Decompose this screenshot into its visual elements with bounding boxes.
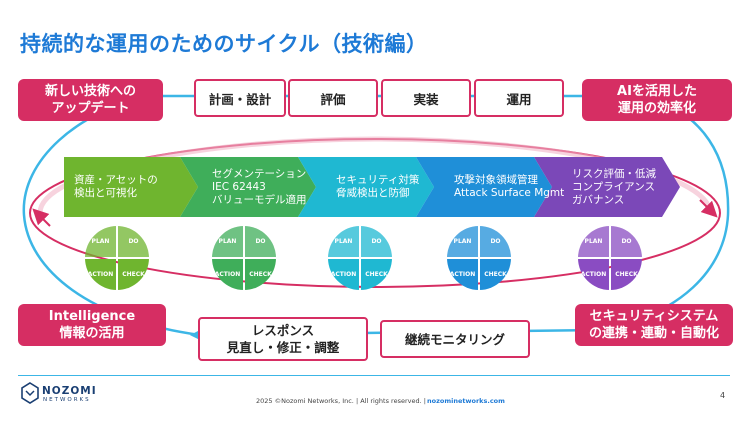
pdca-plan: PLAN xyxy=(212,226,243,257)
pdca-do: DO xyxy=(245,226,276,257)
callout-ai-line1: AIを活用した xyxy=(617,84,697,99)
pdca-do: DO xyxy=(480,226,511,257)
logo-subtext: NETWORKS xyxy=(43,397,91,403)
chevron-1-shape xyxy=(64,157,198,217)
pdca-action: ACTION xyxy=(212,259,243,290)
pdca-action: ACTION xyxy=(578,259,609,290)
pdca-wheel-3: PLAN DO ACTION CHECK xyxy=(328,226,392,290)
step-response-line2: 見直し・修正・調整 xyxy=(226,340,340,355)
footer-site-link[interactable]: nozominetworks.com xyxy=(427,397,505,405)
pdca-plan: PLAN xyxy=(447,226,478,257)
chevron-4-line1: 攻撃対象領域管理 xyxy=(454,174,538,186)
callout-security-line1: セキュリティシステム xyxy=(589,309,719,324)
footer-copyright: 2025 ©Nozomi Networks, Inc. | All rights… xyxy=(256,397,426,405)
step-implementation: 実装 xyxy=(381,79,471,117)
callout-ai-line2: 運用の効率化 xyxy=(617,101,696,116)
pdca-check: CHECK xyxy=(361,259,392,290)
chevron-4-shape xyxy=(416,157,552,217)
callout-tech-update: 新しい技術への アップデート xyxy=(18,79,163,121)
chevron-2-shape xyxy=(180,157,316,217)
chevron-attack-surface: 攻撃対象領域管理 Attack Surface Mgmt xyxy=(430,157,565,217)
chevron-5-line3: ガバナンス xyxy=(572,193,625,206)
pdca-do: DO xyxy=(611,226,642,257)
callout-security-line2: の連携・連動・自動化 xyxy=(588,326,719,341)
pdca-do: DO xyxy=(361,226,392,257)
chevron-1-line2: 検出と可視化 xyxy=(74,187,137,199)
step-response: レスポンス 見直し・修正・調整 xyxy=(198,317,368,361)
pdca-wheel-1: PLAN DO ACTION CHECK xyxy=(85,226,149,290)
step-response-line1: レスポンス xyxy=(251,323,315,338)
pdca-check: CHECK xyxy=(480,259,511,290)
chevron-segmentation: セグメンテーション IEC 62443 バリューモデル適用 xyxy=(188,157,313,217)
pdca-wheel-5: PLAN DO ACTION CHECK xyxy=(578,226,642,290)
pdca-plan: PLAN xyxy=(578,226,609,257)
pdca-plan: PLAN xyxy=(328,226,359,257)
callout-security-automation: セキュリティシステム の連携・連動・自動化 xyxy=(575,304,733,346)
chevron-2-line3: バリューモデル適用 xyxy=(212,193,307,206)
pdca-action: ACTION xyxy=(85,259,116,290)
callout-intelligence-line1: Intelligence xyxy=(48,309,136,324)
step-operation: 運用 xyxy=(474,79,564,117)
pdca-plan: PLAN xyxy=(85,226,116,257)
chevron-5-shape xyxy=(534,157,680,217)
step-monitoring: 継続モニタリング xyxy=(380,320,530,358)
chevron-security-measures: セキュリティ対策 脅威検出と防御 xyxy=(312,157,432,217)
nozomi-logo-icon xyxy=(21,382,39,404)
pdca-check: CHECK xyxy=(245,259,276,290)
callout-tech-update-line2: アップデート xyxy=(51,101,130,116)
pdca-action: ACTION xyxy=(328,259,359,290)
step-plan-design: 計画・設計 xyxy=(194,79,286,117)
chevron-asset-visibility: 資産・アセットの 検出と可視化 xyxy=(50,157,190,217)
chevron-5-line2: コンプライアンス xyxy=(572,180,656,193)
pdca-check: CHECK xyxy=(611,259,642,290)
chevron-3-line1: セキュリティ対策 xyxy=(336,174,420,186)
step-monitoring-label: 継続モニタリング xyxy=(404,331,505,347)
chevron-2-line2: IEC 62443 xyxy=(212,180,266,193)
chevron-4-line2: Attack Surface Mgmt xyxy=(454,187,565,199)
footer-divider xyxy=(18,375,730,376)
callout-intelligence: Intelligence 情報の活用 xyxy=(18,304,166,346)
inner-arrow-left xyxy=(32,208,51,227)
slide-title: 持続的な運用のためのサイクル（技術編） xyxy=(20,32,428,56)
chevron-1-line1: 資産・アセットの xyxy=(74,174,158,186)
callout-intelligence-line2: 情報の活用 xyxy=(59,326,125,341)
pdca-action: ACTION xyxy=(447,259,478,290)
logo-text: NOZOMI xyxy=(42,385,97,397)
chevron-3-line2: 脅威検出と防御 xyxy=(336,187,410,199)
pdca-do: DO xyxy=(118,226,149,257)
pdca-check: CHECK xyxy=(118,259,149,290)
callout-ai-efficiency: AIを活用した 運用の効率化 xyxy=(582,79,732,121)
chevron-3-shape xyxy=(298,157,434,217)
pdca-wheel-2: PLAN DO ACTION CHECK xyxy=(212,226,276,290)
page-number: 4 xyxy=(720,391,726,400)
step-evaluation: 評価 xyxy=(288,79,378,117)
chevron-2-line1: セグメンテーション xyxy=(212,167,307,180)
callout-tech-update-line1: 新しい技術への xyxy=(44,84,136,99)
inner-arrow-right xyxy=(699,199,718,218)
chevron-risk-governance: リスク評価・低減 コンプライアンス ガバナンス xyxy=(548,157,678,217)
chevron-5-line1: リスク評価・低減 xyxy=(572,167,656,180)
pdca-wheel-4: PLAN DO ACTION CHECK xyxy=(447,226,511,290)
